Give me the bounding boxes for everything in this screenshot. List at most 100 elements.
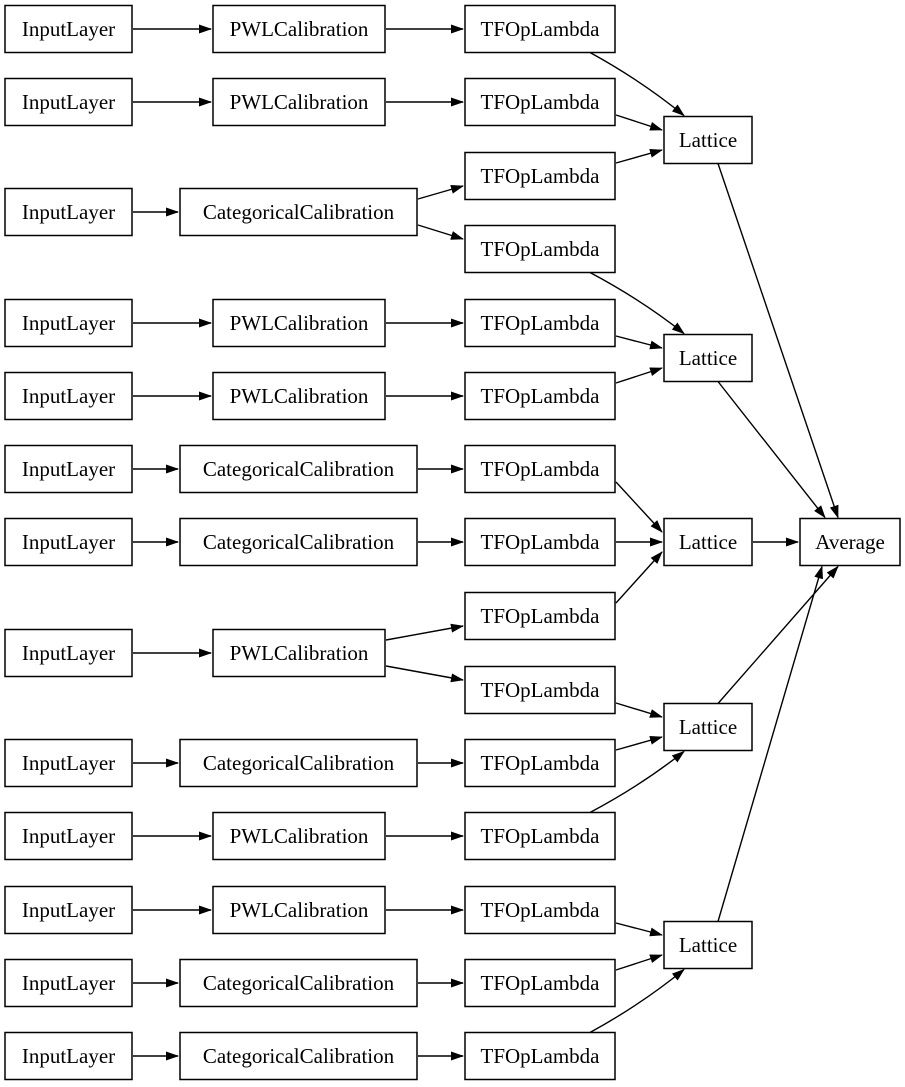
cat-label: CategoricalCalibration bbox=[203, 1044, 395, 1068]
graph-node-cal10: PWLCalibration bbox=[212, 885, 386, 935]
graph-node-in0: InputLayer bbox=[4, 4, 133, 54]
input-box bbox=[4, 371, 133, 421]
graph-node-lam3: TFOpLambda bbox=[464, 224, 616, 274]
lattice-label: Lattice bbox=[679, 715, 737, 739]
graph-node-lam6: TFOpLambda bbox=[464, 444, 616, 494]
graph-node-lat4: Lattice bbox=[663, 920, 753, 970]
edge-lam10-lat3 bbox=[615, 735, 663, 751]
lambda-box bbox=[464, 665, 616, 715]
average-label: Average bbox=[815, 530, 885, 554]
lambda-box bbox=[464, 444, 616, 494]
pwl-label: PWLCalibration bbox=[230, 311, 369, 335]
lambda-label: TFOpLambda bbox=[481, 751, 601, 775]
lambda-label: TFOpLambda bbox=[481, 530, 601, 554]
cat-label: CategoricalCalibration bbox=[203, 457, 395, 481]
lambda-label: TFOpLambda bbox=[481, 457, 601, 481]
graph-node-cal5: CategoricalCalibration bbox=[179, 444, 418, 494]
edge-cal2-lam2 bbox=[417, 185, 464, 200]
graph-node-cal7: PWLCalibration bbox=[212, 628, 386, 678]
edge-lam8-lat2 bbox=[615, 551, 663, 604]
edge-lam12-lat4 bbox=[615, 922, 663, 937]
input-box bbox=[4, 444, 133, 494]
edge-cal7-lam8 bbox=[385, 623, 464, 641]
lattice-label: Lattice bbox=[679, 346, 737, 370]
graph-node-lam1: TFOpLambda bbox=[464, 77, 616, 127]
input-box bbox=[4, 1031, 133, 1081]
input-label: InputLayer bbox=[22, 384, 115, 408]
graph-node-in2: InputLayer bbox=[4, 187, 133, 237]
lattice-box bbox=[663, 920, 753, 970]
lattice-box bbox=[663, 517, 753, 567]
pwl-label: PWLCalibration bbox=[230, 824, 369, 848]
input-box bbox=[4, 187, 133, 237]
graph-node-lam9: TFOpLambda bbox=[464, 665, 616, 715]
lattice-box bbox=[663, 115, 753, 165]
input-label: InputLayer bbox=[22, 530, 115, 554]
edge-lat4-avg bbox=[717, 565, 823, 922]
lambda-label: TFOpLambda bbox=[481, 678, 601, 702]
lambda-box bbox=[464, 517, 616, 567]
cat-box bbox=[179, 187, 418, 237]
graph-node-lam0: TFOpLambda bbox=[464, 4, 616, 54]
input-label: InputLayer bbox=[22, 200, 115, 224]
edge-lam9-lat3 bbox=[615, 702, 663, 718]
graph-node-avg: Average bbox=[799, 517, 901, 567]
cat-label: CategoricalCalibration bbox=[203, 751, 395, 775]
pwl-label: PWLCalibration bbox=[230, 641, 369, 665]
edge-cal7-lam9 bbox=[385, 665, 464, 683]
input-box bbox=[4, 958, 133, 1008]
lattice-box bbox=[663, 333, 753, 383]
lambda-label: TFOpLambda bbox=[481, 164, 601, 188]
graph-node-in4: InputLayer bbox=[4, 371, 133, 421]
graph-node-in11: InputLayer bbox=[4, 958, 133, 1008]
pwl-box bbox=[212, 4, 386, 54]
edge-lam5-lat1 bbox=[615, 367, 663, 384]
lattice-label: Lattice bbox=[679, 933, 737, 957]
graph-node-in3: InputLayer bbox=[4, 298, 133, 348]
input-box bbox=[4, 77, 133, 127]
lambda-box bbox=[464, 591, 616, 641]
cat-box bbox=[179, 1031, 418, 1081]
lambda-box bbox=[464, 1031, 616, 1081]
input-box bbox=[4, 628, 133, 678]
edge-lam3-lat1 bbox=[589, 271, 685, 335]
edge-lam6-lat2 bbox=[615, 481, 663, 533]
graph-node-lat1: Lattice bbox=[663, 333, 753, 383]
lattice-label: Lattice bbox=[679, 530, 737, 554]
graph-node-cal8: CategoricalCalibration bbox=[179, 738, 418, 788]
graph-node-in10: InputLayer bbox=[4, 885, 133, 935]
graph-node-in5: InputLayer bbox=[4, 444, 133, 494]
edge-lat1-avg bbox=[717, 381, 826, 519]
nodes-layer: InputLayerInputLayerInputLayerInputLayer… bbox=[4, 4, 901, 1081]
lambda-label: TFOpLambda bbox=[481, 898, 601, 922]
input-label: InputLayer bbox=[22, 90, 115, 114]
lambda-box bbox=[464, 811, 616, 861]
lambda-box bbox=[464, 738, 616, 788]
graph-node-in8: InputLayer bbox=[4, 738, 133, 788]
graph-node-lat0: Lattice bbox=[663, 115, 753, 165]
graph-node-cal11: CategoricalCalibration bbox=[179, 958, 418, 1008]
cat-box bbox=[179, 517, 418, 567]
lattice-box bbox=[663, 702, 753, 752]
input-label: InputLayer bbox=[22, 311, 115, 335]
input-label: InputLayer bbox=[22, 971, 115, 995]
pwl-box bbox=[212, 628, 386, 678]
graph-node-cal6: CategoricalCalibration bbox=[179, 517, 418, 567]
pwl-label: PWLCalibration bbox=[230, 898, 369, 922]
input-box bbox=[4, 4, 133, 54]
input-label: InputLayer bbox=[22, 1044, 115, 1068]
input-label: InputLayer bbox=[22, 898, 115, 922]
edge-lam2-lat0 bbox=[615, 148, 663, 164]
graph-node-lam4: TFOpLambda bbox=[464, 298, 616, 348]
cat-box bbox=[179, 958, 418, 1008]
edges-layer bbox=[133, 24, 839, 1061]
edge-lam11-lat3 bbox=[589, 750, 685, 814]
average-box bbox=[799, 517, 901, 567]
graph-node-cal0: PWLCalibration bbox=[212, 4, 386, 54]
graph-node-lam12: TFOpLambda bbox=[464, 885, 616, 935]
cat-label: CategoricalCalibration bbox=[203, 971, 395, 995]
edge-lam4-lat1 bbox=[615, 335, 663, 350]
lambda-label: TFOpLambda bbox=[481, 311, 601, 335]
